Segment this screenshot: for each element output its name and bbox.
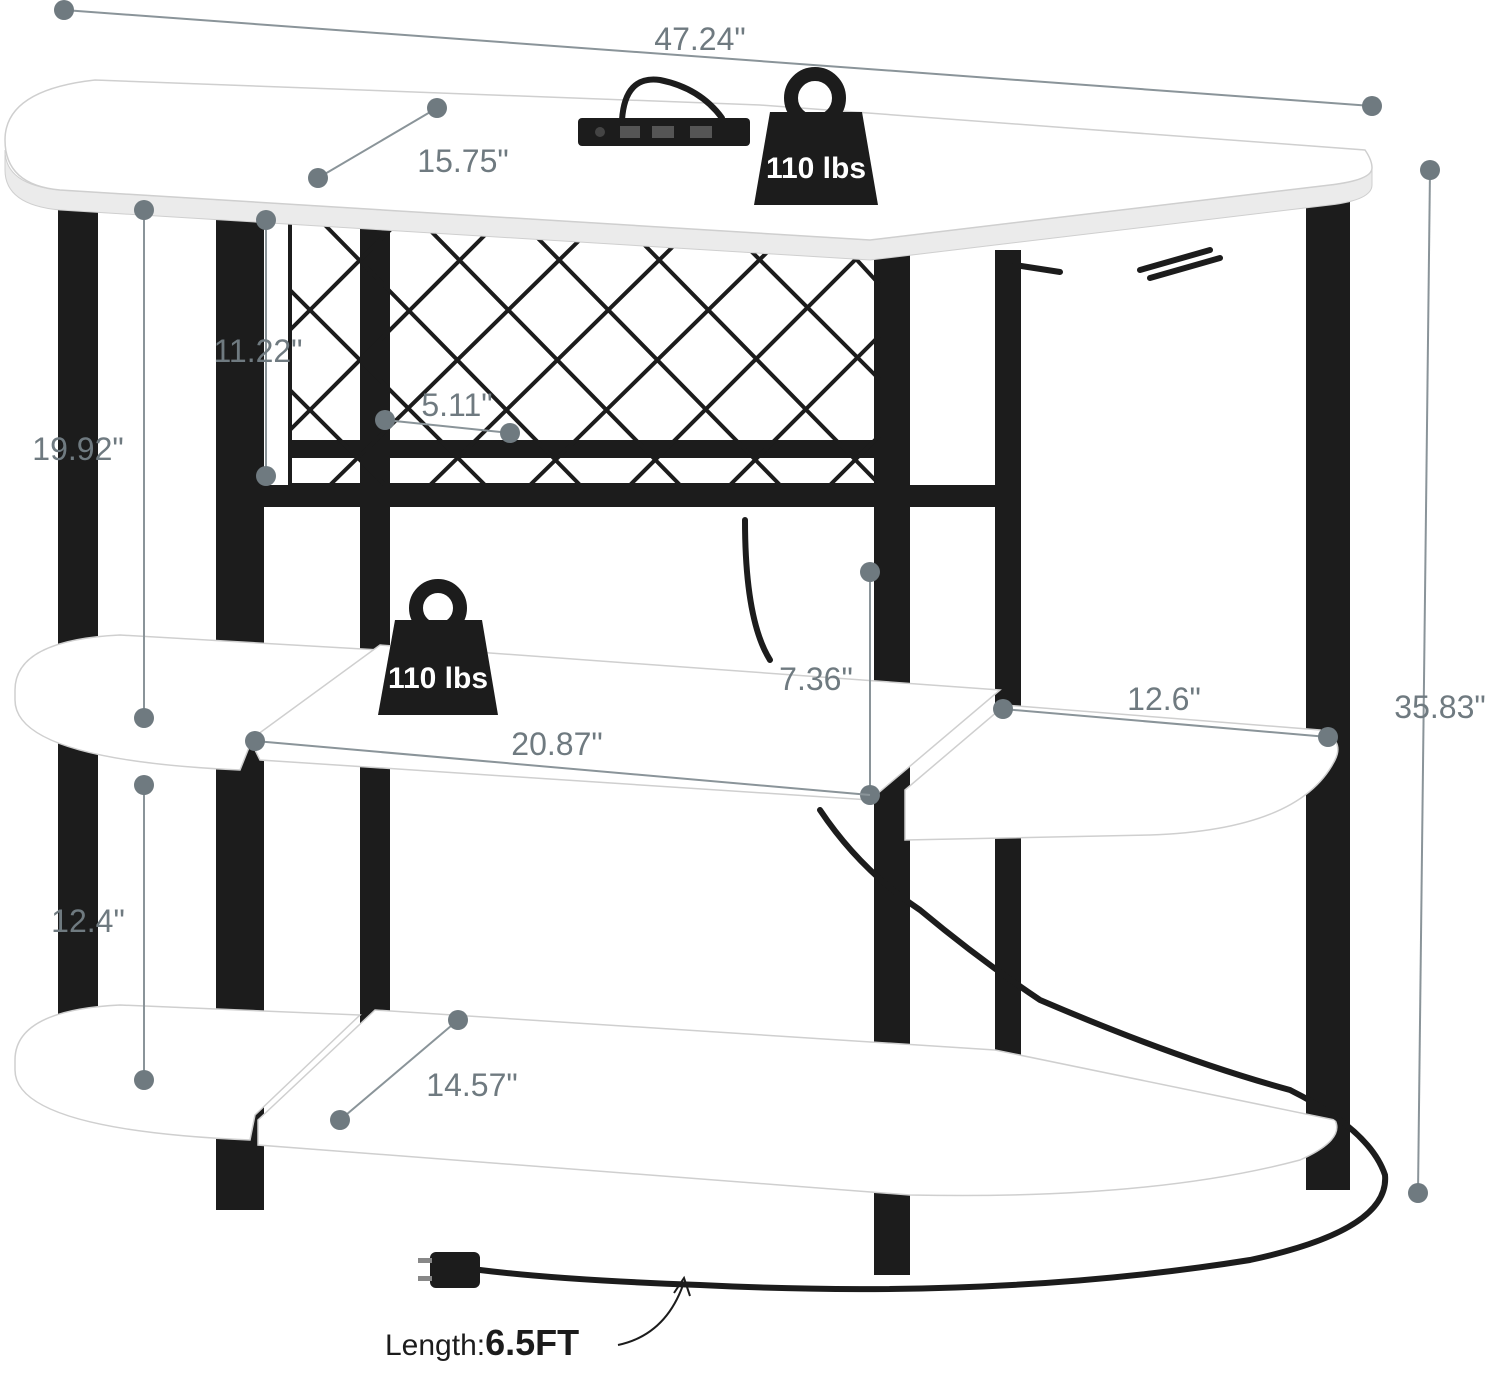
dim-side-shelf-width: 12.6" [1127,681,1201,717]
dim-rack-height: 11.22" [213,333,302,369]
usb-cable [619,76,725,123]
weight-badge-top: 110 lbs [754,67,878,205]
cord-length-caption: Length:6.5FT [385,1322,579,1363]
top-load-label: 110 lbs [766,152,866,185]
wine-rack-lattice [288,213,882,487]
dim-total-width: 47.24" [654,21,745,57]
frame-bar-rack-bottom [262,485,1002,507]
weight-badge-middle: 110 lbs [378,579,498,715]
power-strip [578,76,750,146]
leg-right-inner [995,250,1021,1090]
curved-arrow-icon [617,1284,684,1346]
leg-back-mid [360,215,390,1055]
leg-right-outer [1306,190,1350,1190]
cord-length-label: Length: [385,1329,485,1362]
dim-bottom-depth: 14.57" [426,1067,517,1103]
dim-lower-side-height: 12.4" [51,903,125,939]
dim-total-height: 35.83" [1394,689,1485,725]
dim-middle-gap: 7.36" [779,661,853,697]
weight-icon [754,112,878,205]
top-shelf [4,79,1373,241]
shelves [4,79,1373,1197]
bottom-left-shelf [14,1004,362,1141]
power-cord [477,517,1389,1293]
bottom-center-shelf [257,1009,1338,1197]
plug-icon [418,1252,480,1288]
cord-length-value: 6.5FT [485,1322,579,1363]
middle-left-shelf [14,634,383,771]
dim-upper-side-height: 19.92" [32,431,123,467]
dim-rack-cell: 5.11" [421,387,492,423]
dim-top-depth: 15.75" [417,143,508,179]
middle-load-label: 110 lbs [388,662,488,695]
dim-middle-shelf-width: 20.87" [511,726,602,762]
frame-bar-rack-base [290,440,890,458]
middle-right-shelf [904,704,1339,841]
weight-icon [378,620,498,715]
dimension-lines [54,0,1440,1203]
